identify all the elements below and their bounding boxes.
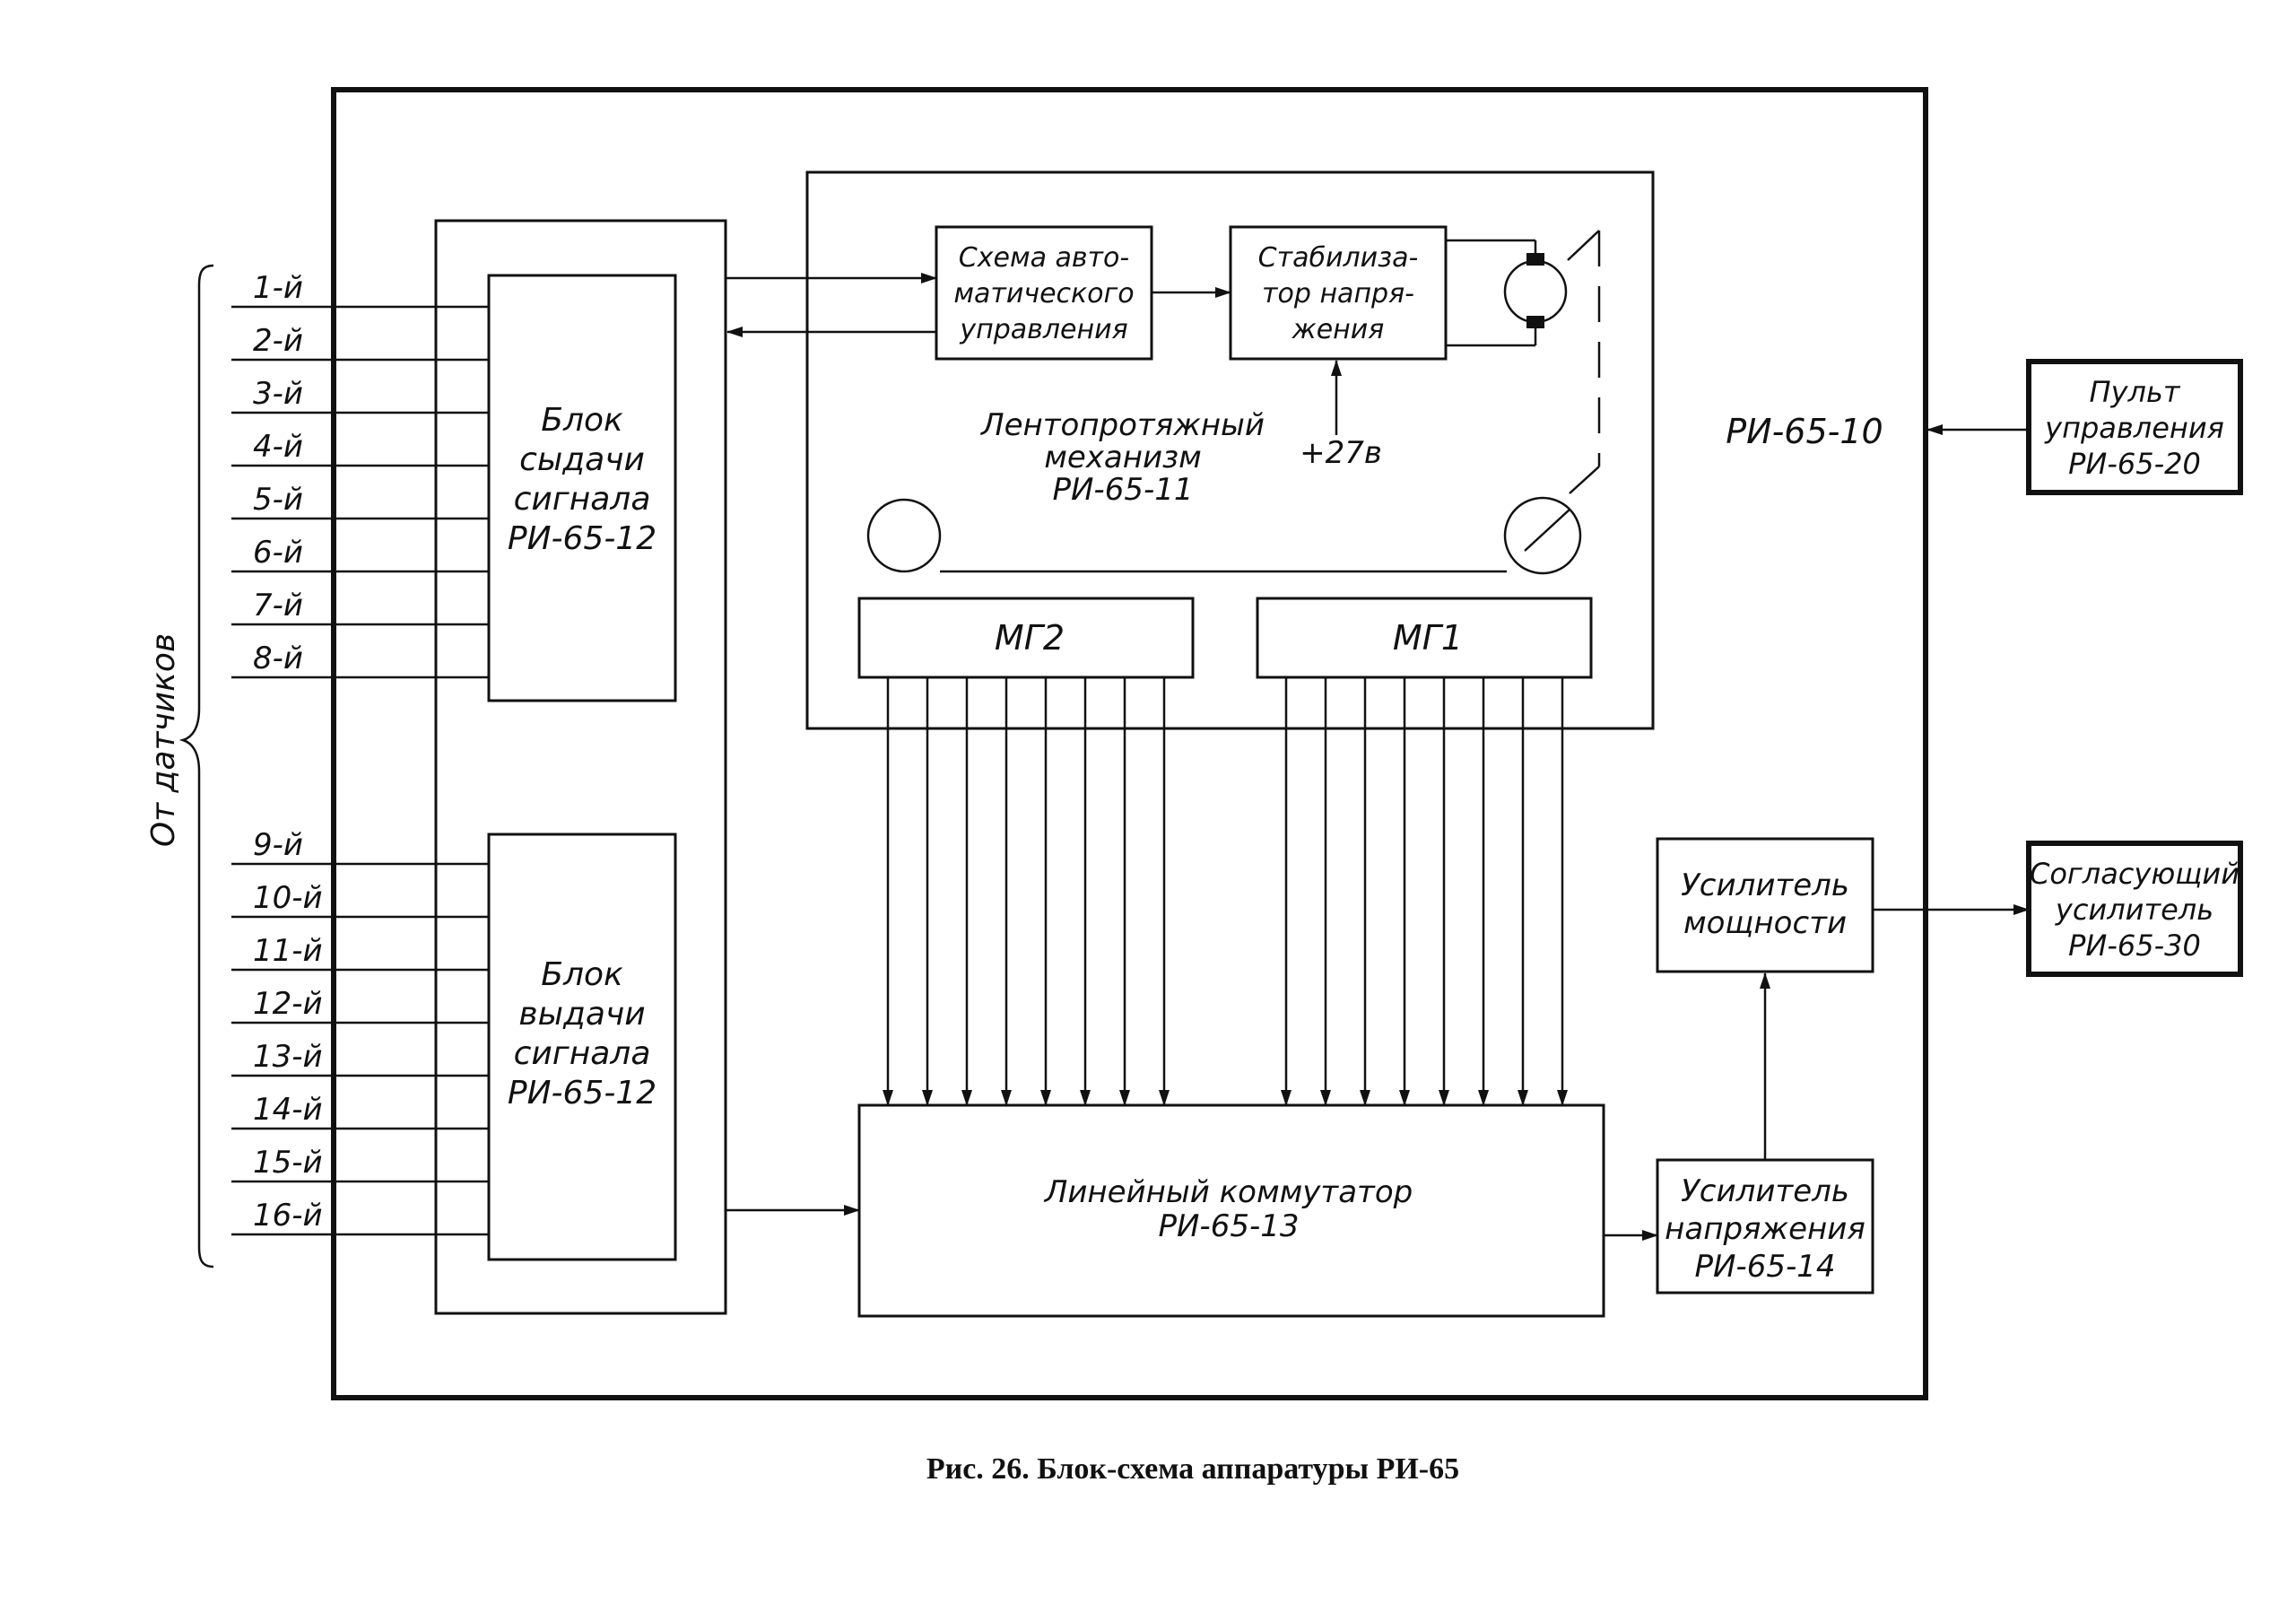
input-label: 6-й bbox=[253, 535, 303, 571]
label-line: Блок bbox=[541, 956, 623, 993]
voltage-label: +27в bbox=[1300, 435, 1382, 471]
input-label: 2-й bbox=[253, 323, 303, 359]
input-label: 7-й bbox=[253, 588, 303, 623]
label-line: РИ-65-11 bbox=[1052, 472, 1193, 508]
label-line: Усилитель bbox=[1681, 868, 1849, 903]
input-label: 8-й bbox=[253, 641, 303, 676]
signal-block-bottom bbox=[487, 833, 677, 1261]
input-label: 12-й bbox=[253, 986, 323, 1022]
input-label: 3-й bbox=[253, 376, 303, 412]
label-line: управления bbox=[959, 314, 1127, 345]
input-label: 1-й bbox=[253, 270, 303, 306]
label-line: Блок bbox=[541, 402, 623, 439]
label-line: матического bbox=[953, 278, 1134, 310]
signal-blocks-container bbox=[434, 219, 727, 1315]
side-label: От датчиков bbox=[145, 633, 182, 847]
label-line: РИ-65-30 bbox=[2068, 929, 2201, 963]
label-line: Стабилиза- bbox=[1258, 242, 1419, 274]
main-unit-frame bbox=[331, 87, 1928, 1400]
label-line: управления bbox=[2044, 411, 2224, 445]
main-unit-label: РИ-65-10 bbox=[1726, 412, 1883, 451]
label-line: мощности bbox=[1683, 905, 1847, 941]
label-line: РИ-65-12 bbox=[508, 1075, 657, 1112]
mg2-box bbox=[857, 597, 1195, 679]
input-label: 5-й bbox=[253, 482, 303, 518]
matching-amp-box bbox=[2026, 841, 2243, 977]
label-line: сигнала bbox=[514, 481, 651, 518]
label-line: Лентопротяжный bbox=[979, 407, 1265, 443]
label-line: механизм bbox=[1044, 440, 1202, 475]
label-line: РИ-65-12 bbox=[508, 520, 657, 557]
signal-block-top bbox=[487, 274, 677, 702]
tape-reel-left bbox=[866, 498, 942, 573]
label-line: Согласующий bbox=[2030, 857, 2239, 891]
label-line: выдачи bbox=[518, 996, 645, 1033]
label-line: РИ-65-14 bbox=[1694, 1249, 1835, 1285]
input-label: 10-й bbox=[253, 880, 323, 916]
label-line: РИ-65-20 bbox=[2068, 447, 2201, 481]
figure-caption: Рис. 26. Блок-схема аппаратуры РИ-65 bbox=[926, 1452, 1459, 1486]
label-line: Усилитель bbox=[1681, 1173, 1849, 1209]
input-label: 11-й bbox=[253, 933, 323, 969]
sensor-brace bbox=[178, 264, 214, 1269]
label-line: Линейный коммутатор bbox=[1043, 1174, 1413, 1210]
input-label: 14-й bbox=[253, 1092, 323, 1128]
label-line: РИ-65-13 bbox=[1158, 1208, 1299, 1244]
stabilizer-label: Стабилиза-тор напря-жения bbox=[1258, 242, 1419, 345]
label-line: Пульт bbox=[2090, 375, 2181, 409]
input-label: 4-й bbox=[253, 429, 303, 465]
auto-control-label: Схема авто-матического управления bbox=[953, 242, 1134, 345]
mg2-label: МГ2 bbox=[995, 618, 1065, 658]
input-label: 15-й bbox=[253, 1145, 323, 1181]
motor-icon bbox=[1446, 230, 1601, 494]
tape-reel-right bbox=[1503, 496, 1582, 575]
mg1-label: МГ1 bbox=[1393, 618, 1463, 658]
label-line: жения bbox=[1292, 314, 1385, 345]
tape-mechanism-frame bbox=[805, 170, 1655, 730]
input-label: 9-й bbox=[253, 827, 303, 863]
console-box bbox=[2026, 359, 2243, 495]
label-line: усилитель bbox=[2055, 893, 2213, 927]
label-line: сигнала bbox=[514, 1035, 651, 1072]
power-amp-box bbox=[1656, 837, 1874, 973]
input-label: 16-й bbox=[253, 1198, 323, 1234]
label-line: тор напря- bbox=[1262, 278, 1414, 310]
mg1-box bbox=[1256, 597, 1593, 679]
label-line: сыдачи bbox=[519, 441, 645, 478]
label-line: напряжения bbox=[1665, 1211, 1866, 1247]
input-label: 13-й bbox=[253, 1039, 323, 1075]
label-line: Схема авто- bbox=[959, 242, 1129, 274]
